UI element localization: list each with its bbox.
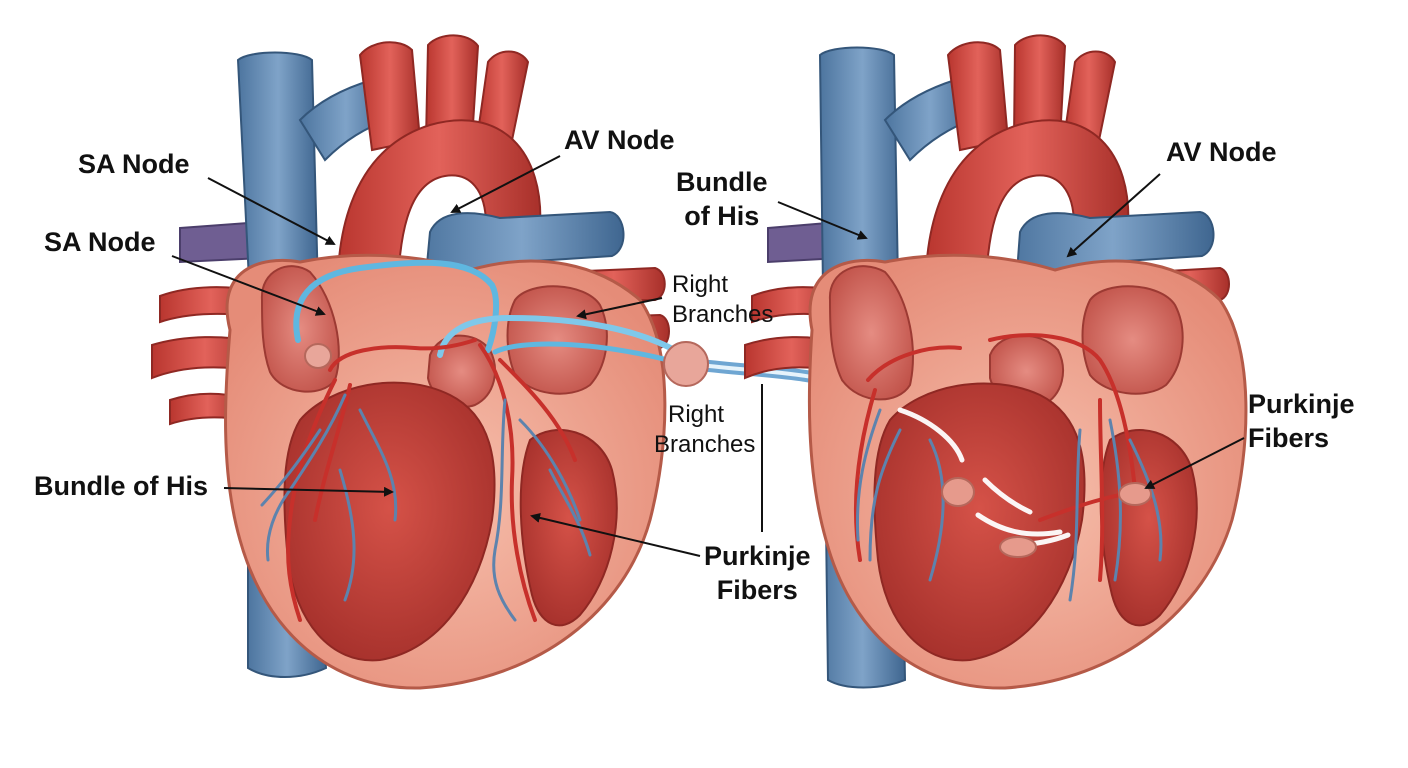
label-bundle-of-his-right: Bundle of His (676, 166, 768, 234)
right-heart (744, 34, 1248, 690)
label-purkinje-left-line2: Fibers (716, 574, 798, 605)
label-right-branches-top-line1: Right (672, 271, 729, 298)
label-right-branches-bottom-line2: Branches (654, 431, 756, 458)
label-right-branches-bottom-line1: Right (668, 401, 725, 428)
label-purkinje-left-line1: Purkinje (704, 541, 811, 571)
label-right-branches-top-line2: Branches (672, 301, 774, 328)
label-av-node-left: AV Node (564, 125, 675, 155)
leader-lines (171, 155, 1245, 557)
label-purkinje-right-line1: Purkinje (1248, 389, 1355, 419)
label-av-node-right: AV Node (1166, 137, 1277, 167)
label-bundle-of-his-right-line1: Bundle (676, 167, 768, 197)
label-purkinje-right: Purkinje Fibers (1248, 388, 1355, 456)
label-purkinje-right-line2: Fibers (1248, 422, 1330, 453)
label-right-branches-bottom: Right Branches (654, 400, 755, 460)
label-sa-node-mid: SA Node (44, 227, 156, 257)
label-bundle-of-his-left: Bundle of His (34, 471, 208, 501)
label-purkinje-left: Purkinje Fibers (704, 540, 811, 608)
label-right-branches-top: Right Branches (672, 270, 773, 330)
label-sa-node-top: SA Node (78, 149, 190, 179)
label-bundle-of-his-right-line2: of His (684, 200, 760, 231)
